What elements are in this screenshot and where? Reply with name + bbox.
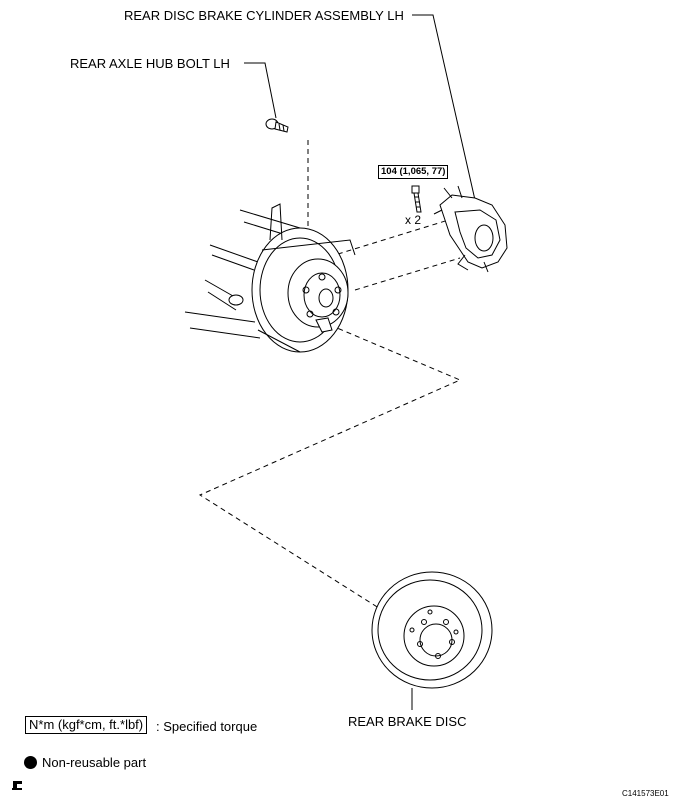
hub-bolt-label: REAR AXLE HUB BOLT LH	[70, 56, 230, 71]
bolt-quantity-label: x 2	[405, 213, 422, 227]
legend-nonreusable-text: Non-reusable part	[42, 755, 147, 770]
cylinder-leader-line	[412, 14, 476, 201]
brake-disc-part	[371, 571, 493, 689]
torque-spec-box: 104 (1,065, 77)	[378, 165, 449, 180]
cylinder-assembly-label: REAR DISC BRAKE CYLINDER ASSEMBLY LH	[124, 8, 404, 23]
brake-caliper-part	[433, 185, 508, 273]
legend-torque-box: N*m (kgf*cm, ft.*lbf)	[25, 716, 148, 735]
hub-bolt-part	[265, 118, 289, 133]
hub-assembly-part	[251, 203, 356, 353]
suspension-arms	[184, 209, 301, 339]
caliper-bolt-part	[411, 185, 422, 213]
assembly-dash-lines	[198, 140, 462, 611]
brake-disc-label: REAR BRAKE DISC	[348, 714, 467, 729]
hub-bolt-leader-line	[244, 62, 277, 119]
non-reusable-icon	[24, 756, 37, 769]
legend-torque-text: : Specified torque	[156, 719, 258, 734]
figure-id-label: C141573E01	[622, 789, 669, 798]
